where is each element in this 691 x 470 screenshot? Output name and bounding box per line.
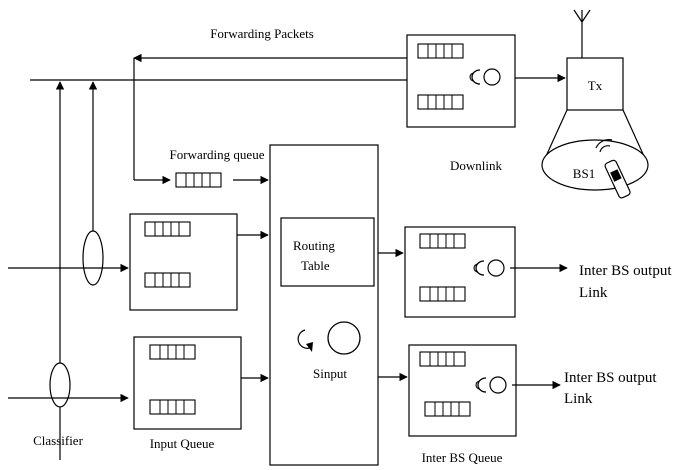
- bs1-coverage-cell: BS1: [541, 109, 649, 199]
- tx-transmitter: Tx: [566, 9, 624, 111]
- forwarding-queue: Forwarding queue: [170, 147, 269, 188]
- input-queue-box-1: [129, 213, 269, 311]
- forwarding-packets-path: Forwarding Packets: [133, 26, 407, 185]
- bs1-label: BS1: [573, 166, 595, 181]
- inter-bs-output-2-label-2: Link: [564, 391, 593, 407]
- inter-bs-output-1-label-2: Link: [579, 285, 608, 301]
- inter-bs-queue-label: Inter BS Queue: [422, 450, 503, 465]
- sinput-label: Sinput: [313, 366, 347, 381]
- input-queue-label: Input Queue: [150, 436, 215, 451]
- routing-table-label-2: Table: [301, 258, 330, 273]
- downlink-queue-box: [406, 34, 516, 128]
- inter-bs-queue-box-1: Inter BS output Link: [404, 226, 672, 318]
- tx-label: Tx: [588, 78, 603, 93]
- mobile-phone-icon: [595, 139, 631, 199]
- central-switch: Routing Table Sinput: [269, 144, 408, 466]
- forwarding-queue-label: Forwarding queue: [170, 147, 265, 162]
- inter-bs-output-2-label-1: Inter BS output: [564, 370, 657, 386]
- downlink-label: Downlink: [450, 158, 503, 173]
- forwarding-packets-label: Forwarding Packets: [210, 26, 314, 41]
- classifier: Classifier: [33, 81, 104, 460]
- routing-table-label-1: Routing: [293, 238, 335, 253]
- inter-bs-output-1-label-1: Inter BS output: [579, 263, 672, 279]
- inter-bs-queue-box-2: Inter BS output Link Inter BS Queue: [408, 344, 657, 465]
- input-queue-box-2: Input Queue: [133, 336, 269, 451]
- classifier-label: Classifier: [33, 433, 83, 448]
